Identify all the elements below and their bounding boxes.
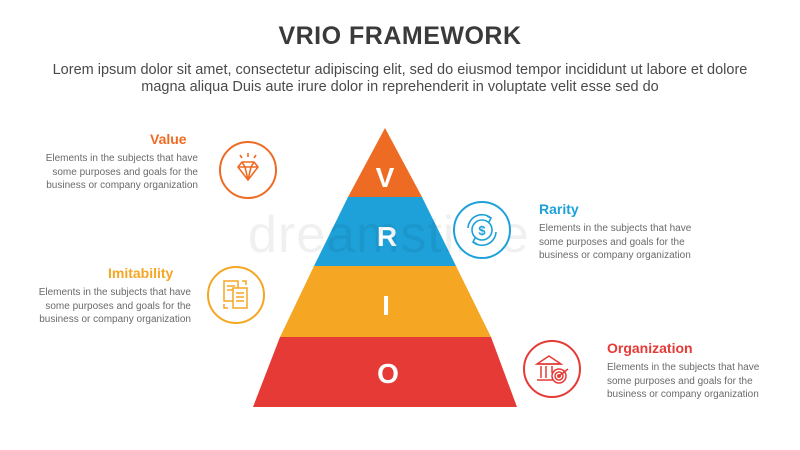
bank-target-icon <box>534 355 569 384</box>
value-desc-line: some purposes and goals for the <box>52 166 198 178</box>
pyramid-letter-i: I <box>382 290 390 321</box>
value-desc-line: business or company organization <box>46 180 198 191</box>
rarity-title: Rarity <box>539 201 579 217</box>
organization-desc-line: business or company organization <box>607 389 759 400</box>
organization-desc-line: Elements in the subjects that have <box>607 362 760 373</box>
value-icon-circle <box>219 141 277 199</box>
pyramid-letter-r: R <box>377 221 397 252</box>
dollar-coin-icon: $ <box>467 213 497 247</box>
imitability-desc-line: business or company organization <box>39 314 191 325</box>
pyramid-tier-i <box>280 266 491 337</box>
page-subtitle: Lorem ipsum dolor sit amet, consectetur … <box>52 62 748 95</box>
imitability-desc-line: some purposes and goals for the <box>45 300 191 312</box>
pyramid-tier-r <box>314 197 456 266</box>
rarity-desc-line: business or company organization <box>539 250 691 261</box>
value-desc-line: Elements in the subjects that have <box>45 153 198 164</box>
value-title: Value <box>150 131 187 147</box>
pyramid-letter-v: V <box>376 162 395 193</box>
pyramid-letter-o: O <box>377 358 399 389</box>
rarity-icon-circle: $ <box>453 201 511 259</box>
imitability-title: Imitability <box>108 265 174 281</box>
pyramid-tier-v <box>348 128 422 197</box>
imitability-desc-line: Elements in the subjects that have <box>38 287 191 298</box>
organization-desc-line: some purposes and goals for the <box>607 375 753 387</box>
value-description: Elements in the subjects that have some … <box>18 152 198 193</box>
svg-text:$: $ <box>478 223 486 238</box>
organization-icon-circle <box>523 340 581 398</box>
copy-document-icon <box>223 280 248 309</box>
rarity-description: Elements in the subjects that have some … <box>539 222 719 263</box>
rarity-desc-line: Elements in the subjects that have <box>539 223 692 234</box>
imitability-description: Elements in the subjects that have some … <box>11 286 191 327</box>
organization-description: Elements in the subjects that have some … <box>607 361 787 402</box>
rarity-desc-line: some purposes and goals for the <box>539 236 685 248</box>
organization-title: Organization <box>607 340 693 356</box>
pyramid-tier-o <box>253 337 517 407</box>
page-title: VRIO FRAMEWORK <box>278 22 522 50</box>
imitability-icon-circle <box>207 266 265 324</box>
diamond-icon <box>237 153 259 181</box>
